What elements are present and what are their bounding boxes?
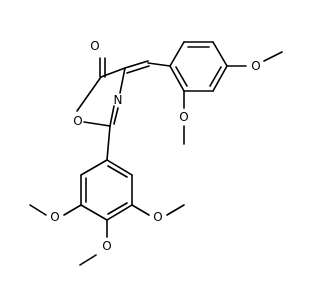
bond-methine-aryl — [147, 62, 171, 67]
ring-bond — [212, 41, 228, 67]
atom-label-methoxy-oxygen-right: O — [153, 210, 162, 224]
atom-label-methoxy-oxygen-bottom: O — [102, 239, 111, 253]
atom-label-methoxy-oxygen-ortho: O — [179, 110, 188, 124]
bond-aryl-o-right — [131, 204, 150, 216]
ring-inner-double — [107, 202, 128, 215]
ring-inner-double — [209, 66, 222, 87]
bond-n3-c2-double — [109, 105, 115, 127]
ring-bond — [212, 65, 228, 92]
chemical-structure-diagram: O O N O O O O O — [29, 39, 283, 266]
bond-o-methyl-left — [29, 204, 47, 216]
trimethoxyphenyl-ring-bonds — [80, 125, 133, 221]
bond-o1-c5 — [76, 76, 102, 112]
bond-o-methyl-bottom — [79, 254, 97, 266]
trimethoxyphenyl-methoxy-bonds — [29, 204, 185, 266]
bond-n3-c2-double-inner — [113, 107, 119, 125]
ring-bond — [169, 41, 185, 67]
bond-c2-aryl — [106, 125, 111, 161]
bond-aryl-o-left — [63, 204, 82, 216]
ring-bond — [80, 159, 108, 176]
bond-c2-o1 — [83, 121, 111, 127]
oxazolone-ring-bonds — [76, 57, 126, 127]
bond-o-methyl-right — [166, 204, 185, 216]
benzylidene-linker-bonds — [124, 60, 171, 74]
bond-c4-n3 — [119, 67, 126, 94]
bond-layer — [29, 41, 283, 266]
bond-o-methyl-para — [263, 51, 283, 62]
atom-label-methoxy-oxygen-para: O — [251, 59, 260, 73]
atom-label-ring-nitrogen: N — [114, 93, 123, 107]
ring-bond — [106, 204, 133, 221]
bond-c4-methine-double-a — [124, 60, 149, 69]
ring-inner-double — [175, 66, 188, 87]
atom-label-ring-oxygen: O — [73, 114, 82, 128]
atom-label-methoxy-oxygen-left: O — [50, 210, 59, 224]
ring-bond — [80, 204, 108, 221]
dimethoxyphenyl-ring-bonds — [169, 41, 228, 92]
ring-bond — [169, 65, 185, 92]
atom-label-carbonyl-oxygen: O — [90, 39, 99, 53]
ring-inner-double — [107, 165, 128, 178]
atom-label-layer: O O N O O O O O — [50, 39, 260, 253]
bond-c4-methine-double-b — [126, 65, 150, 74]
ring-bond — [106, 159, 133, 176]
dimethoxyphenyl-methoxy-bonds — [183, 51, 283, 145]
